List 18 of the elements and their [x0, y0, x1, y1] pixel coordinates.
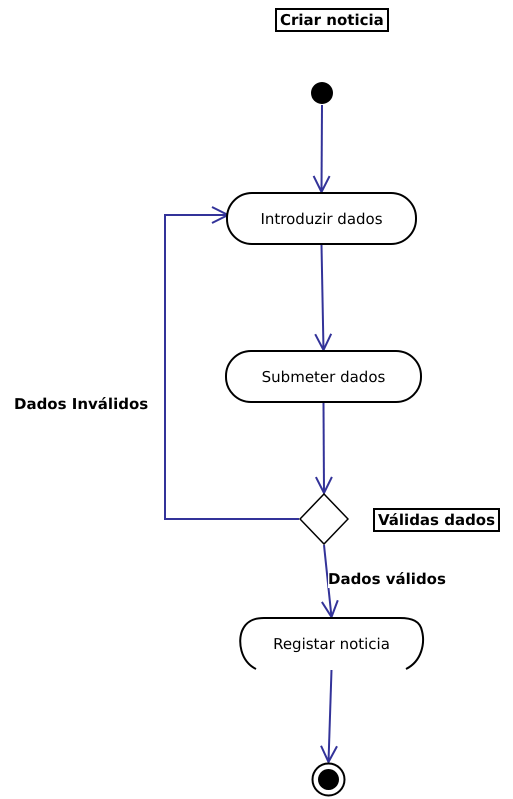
arrow: [312, 105, 331, 193]
decision-label: Válidas dados: [373, 508, 500, 532]
arrow: [320, 544, 339, 618]
activity-box: [225, 350, 422, 403]
edge-label: Dados válidos: [328, 570, 446, 588]
arrow: [314, 244, 332, 351]
arrow: [320, 670, 338, 763]
arrow: [164, 206, 299, 520]
activity-box: [226, 192, 417, 245]
end-node: [311, 762, 346, 797]
activity-node: [238, 617, 425, 670]
diagram-title: Criar noticia: [275, 8, 389, 32]
decision-diamond: [299, 493, 349, 545]
arrow: [314, 403, 333, 494]
activity-label: Registar noticia: [273, 634, 390, 652]
activity-label: Introduzir dados: [260, 210, 383, 228]
activity-label: Submeter dados: [262, 368, 386, 386]
start-node: [310, 81, 334, 105]
